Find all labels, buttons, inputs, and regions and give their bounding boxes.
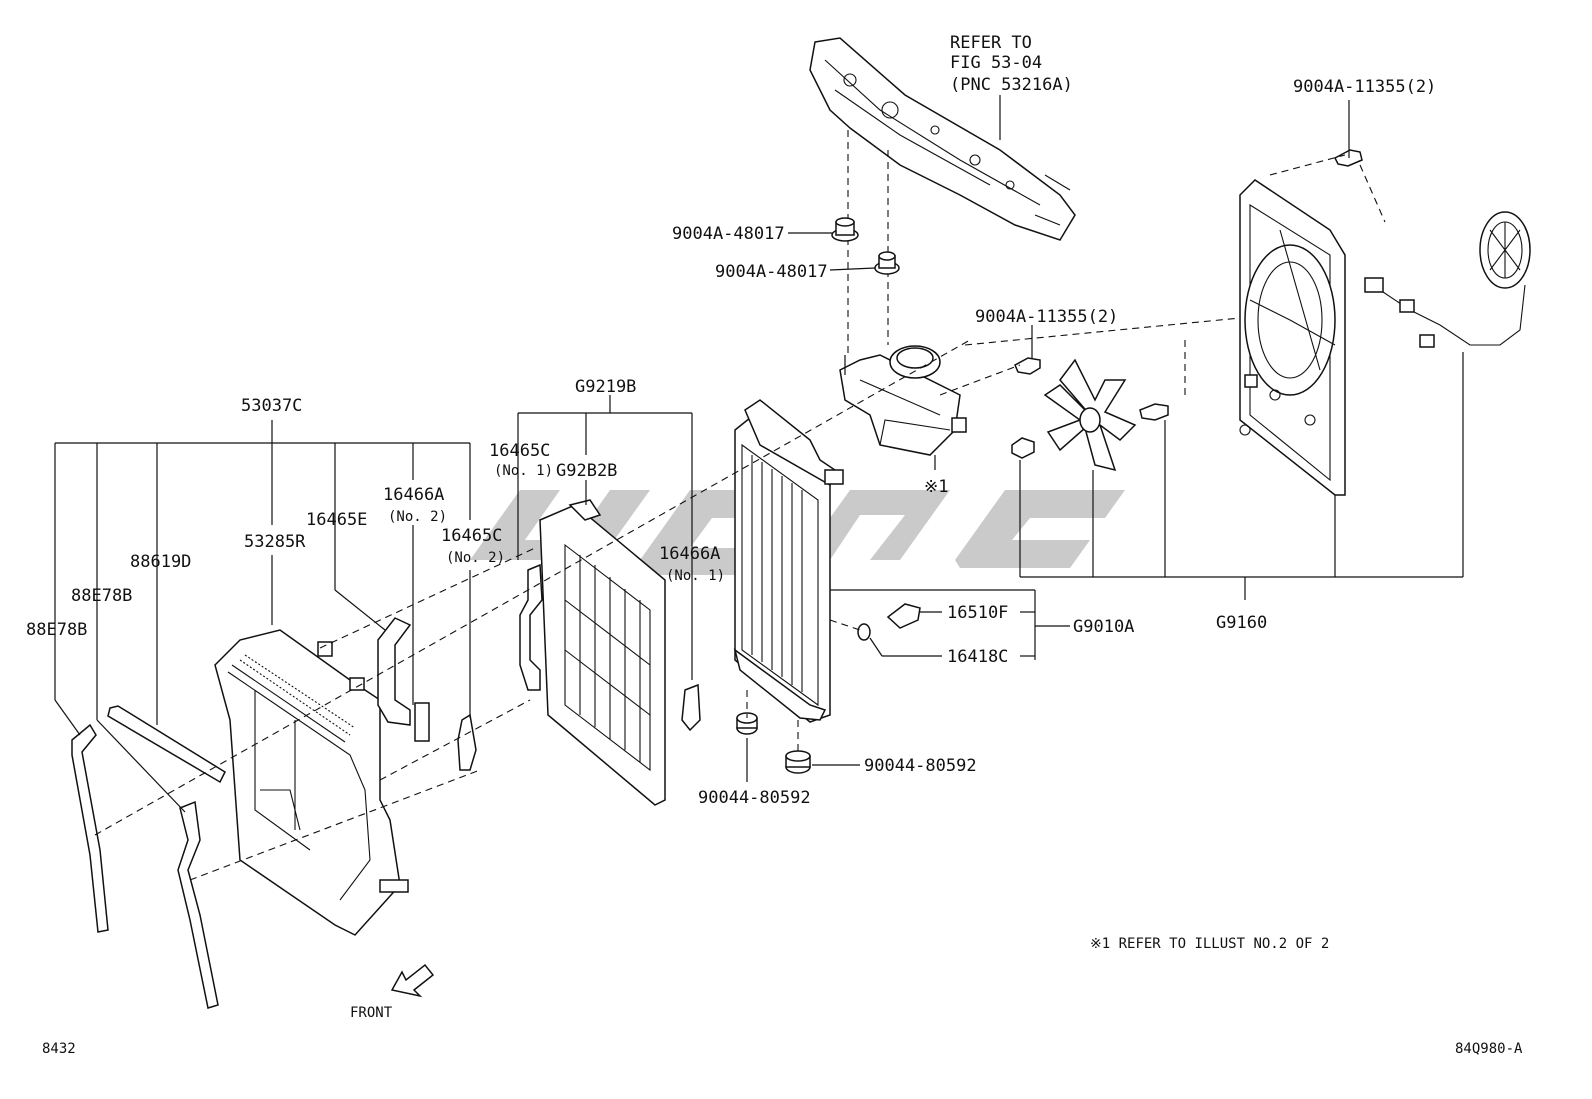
seal-16465C-no1: [519, 563, 543, 691]
cooling-fan-blade: [1043, 358, 1137, 472]
bracket-G9010A: [830, 589, 1070, 660]
grommet-9004A-48017-a: [831, 217, 859, 242]
seal-16465E: [377, 617, 412, 726]
label-16465C-no2-sub: (No. 2): [446, 550, 505, 566]
label-16465C-no1: 16465C: [489, 441, 550, 461]
reservoir-tank: [839, 345, 967, 470]
radiator-core: [733, 399, 844, 723]
label-9004A-11355-mid: 9004A-11355(2): [975, 307, 1118, 327]
label-16510F: 16510F: [947, 603, 1008, 623]
nut-fan: [1011, 437, 1035, 459]
dashed-guide: [319, 547, 536, 649]
label-90044-80592-a: 90044-80592: [698, 788, 811, 808]
seal-88E78B-b: [177, 800, 219, 1009]
dashed-guide: [379, 699, 531, 781]
label-9004A-11355-top: 9004A-11355(2): [1293, 77, 1436, 97]
bracket-G9160: [1019, 352, 1464, 600]
leader: [829, 267, 876, 271]
refer-note-line-3: (PNC 53216A): [950, 75, 1073, 95]
front-arrow-icon: [390, 963, 435, 998]
bolt-fan-mount: [1139, 403, 1169, 421]
dashed-guide: [939, 364, 1021, 396]
refer-note: REFER TO FIG 53-04 (PNC 53216A): [950, 33, 1073, 95]
label-90044-80592-b: 90044-80592: [864, 756, 977, 776]
dashed-guide: [1269, 154, 1346, 176]
footnote-refer-illust: ※1 REFER TO ILLUST NO.2 OF 2: [1090, 936, 1329, 952]
label-16466A-no1-sub: (No. 1): [666, 568, 725, 584]
fan-motor-harness: [1364, 277, 1526, 348]
air-duct-assembly-53037C: [214, 629, 409, 936]
label-16466A-no1: 16466A: [659, 544, 720, 564]
leader: [869, 637, 883, 657]
dashed-guide: [1359, 164, 1386, 223]
refer-note-line-2: FIG 53-04: [950, 53, 1042, 73]
label-G9219B: G9219B: [575, 377, 636, 397]
label-16466A-no2: 16466A: [383, 485, 444, 505]
label-53037C: 53037C: [241, 396, 302, 416]
label-front: FRONT: [350, 1005, 393, 1021]
bracket-53037C: [54, 420, 471, 813]
fan-motor: [1479, 211, 1531, 289]
label-star1-mark: ※1: [924, 477, 948, 497]
bolt-9004A-11355-mid: [1014, 357, 1041, 375]
fan-shroud: [1239, 179, 1346, 496]
seal-16466A-no1: [681, 683, 701, 732]
label-9004A-48017-a: 9004A-48017: [672, 224, 785, 244]
label-G9010A: G9010A: [1073, 617, 1134, 637]
seal-16465C-no2: [457, 713, 477, 771]
label-88619D: 88619D: [130, 552, 191, 572]
radiator-grommet-b: [785, 750, 811, 774]
bolt-9004A-11355-top: [1334, 143, 1363, 167]
air-guide-frame-G92B2B: [539, 499, 666, 806]
label-G9160: G9160: [1216, 613, 1267, 633]
dashed-guide: [964, 317, 1241, 346]
drain-cock-16510F: [886, 603, 921, 629]
seal-16466A-no2: [414, 702, 430, 742]
dashed-guide: [189, 769, 481, 881]
label-16418C: 16418C: [947, 647, 1008, 667]
label-53285R: 53285R: [244, 532, 306, 552]
label-16465C-no2: 16465C: [441, 526, 502, 546]
seal-88619D: [107, 705, 226, 784]
grommet-9004A-48017-b: [874, 251, 900, 275]
bracket-G9219B: [517, 395, 693, 680]
label-88E78B-b: 88E78B: [26, 620, 87, 640]
corner-code-right: 84Q980-A: [1455, 1041, 1523, 1057]
label-16465C-no1-sub: (No. 1): [494, 463, 553, 479]
label-88E78B-a: 88E78B: [71, 586, 132, 606]
corner-code-left: 8432: [42, 1041, 76, 1057]
upper-radiator-support-member: [809, 37, 1076, 241]
seal-88E78B-a: [71, 723, 109, 933]
label-16465E: 16465E: [306, 510, 367, 530]
label-16466A-no2-sub: (No. 2): [388, 509, 447, 525]
refer-note-line-1: REFER TO: [950, 33, 1032, 53]
o-ring-16418C: [857, 623, 871, 641]
dashed-guide: [829, 619, 861, 631]
label-G92B2B: G92B2B: [556, 461, 617, 481]
label-9004A-48017-b: 9004A-48017: [715, 262, 828, 282]
